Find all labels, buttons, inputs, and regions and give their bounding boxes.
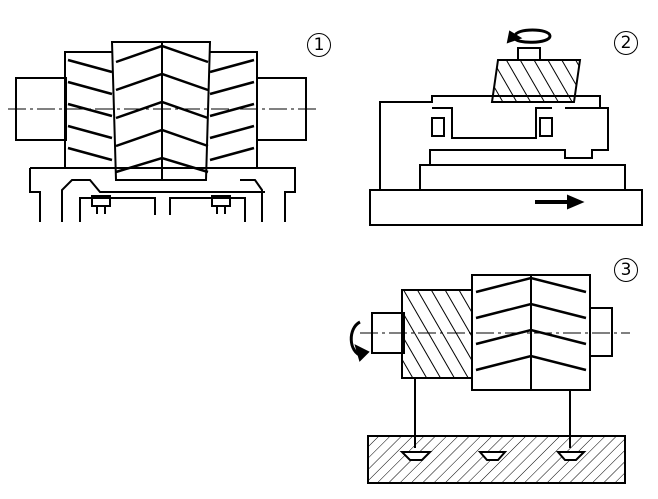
- step-2-label: 2: [614, 31, 638, 55]
- panel-1-herringbone-gear-pair: [8, 41, 318, 222]
- step-3-label: 3: [614, 258, 638, 282]
- panel-3-gear-and-cutter-on-table: [349, 274, 630, 484]
- panel-2-fixture-on-table: [369, 28, 643, 226]
- step-1-label: 1: [307, 33, 331, 57]
